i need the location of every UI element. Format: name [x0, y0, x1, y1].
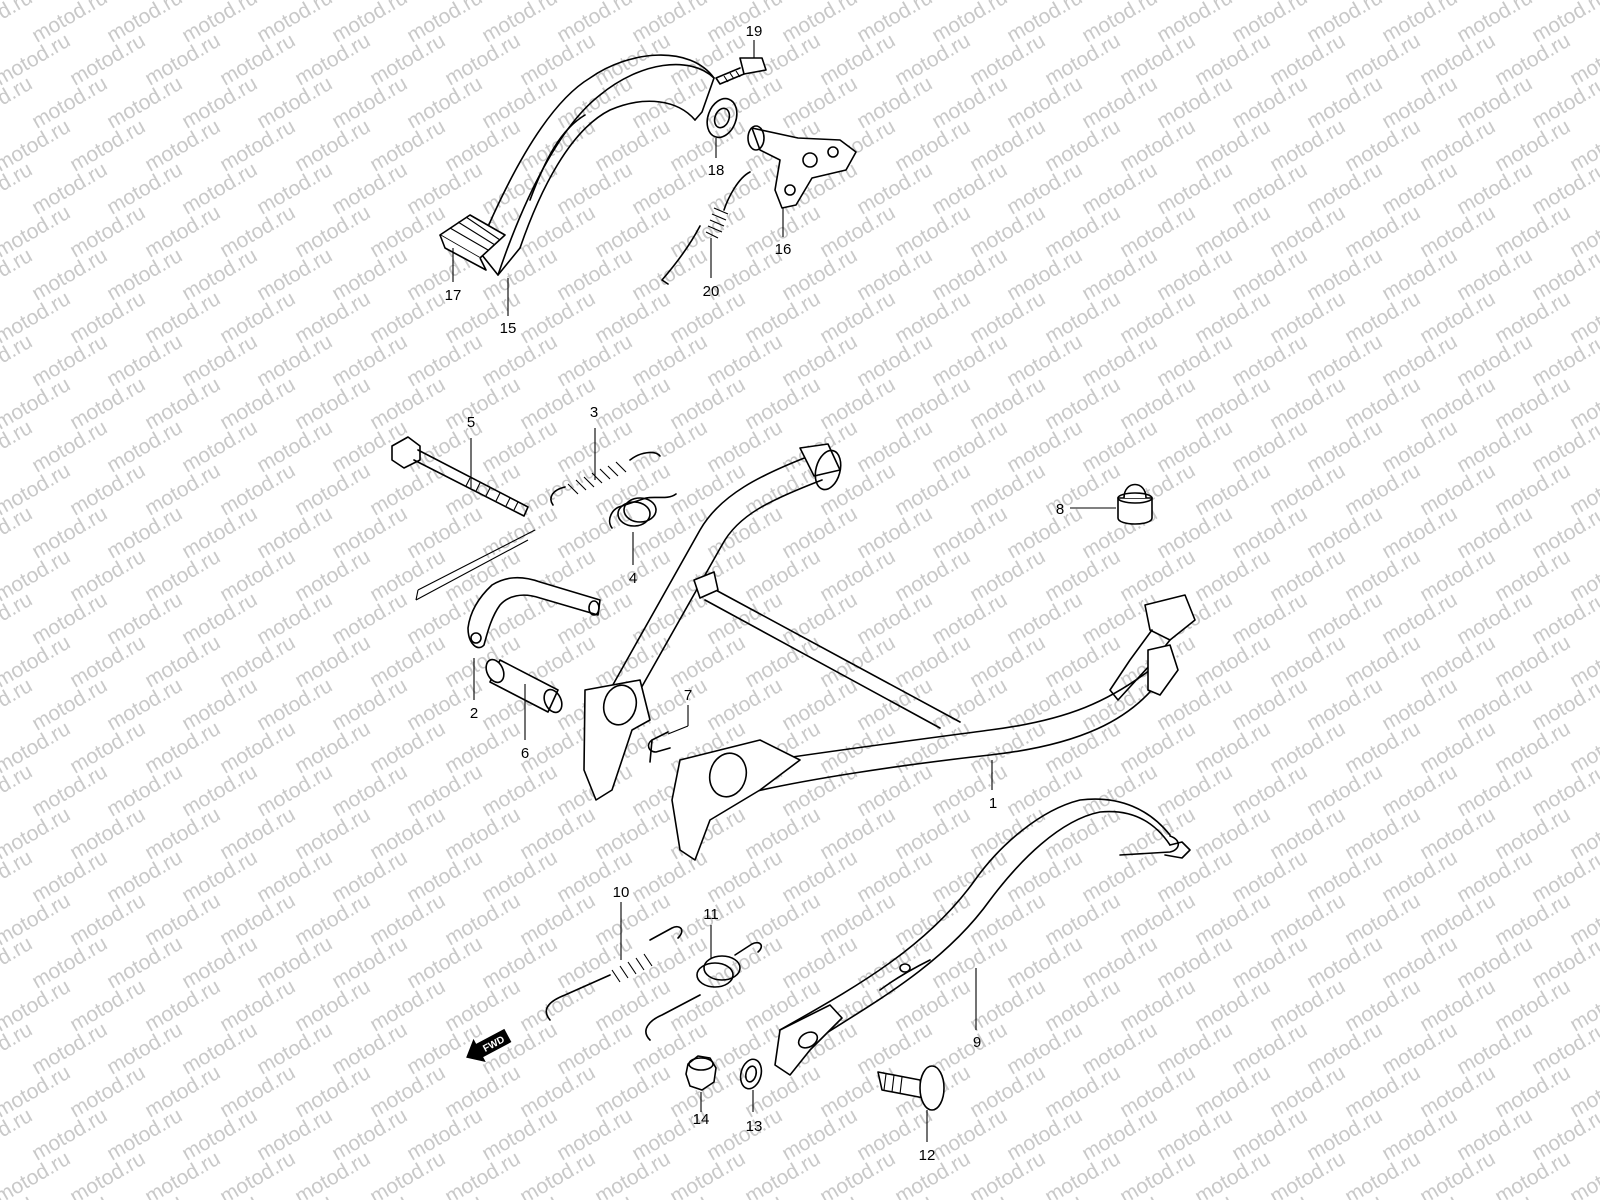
part-1-center-stand[interactable]	[583, 443, 1196, 861]
part-15-shift-lever[interactable]	[477, 54, 715, 276]
part-7-clip[interactable]	[647, 731, 671, 763]
part-14-nut[interactable]	[685, 1055, 717, 1091]
part-13-washer[interactable]	[737, 1057, 764, 1091]
part-16-shift-arm[interactable]	[747, 125, 857, 209]
callout-12: 12	[919, 1147, 936, 1164]
callout-5: 5	[467, 414, 475, 431]
part-12-bolt[interactable]	[877, 1065, 945, 1111]
callout-10: 10	[613, 884, 630, 901]
fwd-direction-arrow: FWD	[466, 1028, 512, 1063]
callout-2: 2	[470, 705, 478, 722]
part-4-spring[interactable]	[608, 493, 677, 529]
callout-6: 6	[521, 745, 529, 762]
callout-15: 15	[500, 320, 517, 337]
part-6-collar[interactable]	[483, 657, 566, 716]
callout-18: 18	[708, 162, 725, 179]
callout-1: 1	[989, 795, 997, 812]
part-11-spring[interactable]	[645, 941, 763, 1041]
callout-11: 11	[703, 906, 719, 923]
callout-20: 20	[703, 283, 720, 300]
leader-lines	[415, 40, 1116, 1142]
callout-16: 16	[775, 241, 792, 258]
callout-3: 3	[590, 404, 598, 421]
callout-13: 13	[746, 1118, 763, 1135]
callout-17: 17	[445, 287, 462, 304]
callout-14: 14	[693, 1111, 710, 1128]
part-3-spring[interactable]	[550, 451, 661, 506]
part-20-spring[interactable]	[661, 171, 751, 285]
part-18-washer[interactable]	[702, 94, 742, 141]
callout-4: 4	[629, 570, 637, 587]
part-9-side-stand[interactable]	[774, 798, 1191, 1076]
callout-7: 7	[684, 687, 692, 704]
part-5-pivot-bolt[interactable]	[391, 436, 529, 517]
part-19-bolt[interactable]	[715, 57, 767, 85]
callout-labels: 1 2 3 4 5 6 7 8 9 10 11 12 13 14 15 16 1…	[445, 23, 1065, 1164]
part-8-stopper[interactable]	[1117, 483, 1153, 525]
callout-19: 19	[746, 23, 763, 40]
callout-9: 9	[973, 1034, 981, 1051]
fwd-label: FWD	[481, 1034, 506, 1054]
part-2-bracket[interactable]	[467, 576, 601, 649]
fwd-arrow-icon	[466, 1028, 512, 1063]
callout-8: 8	[1056, 501, 1064, 518]
part-10-spring[interactable]	[545, 925, 683, 1021]
part-17-shift-rubber[interactable]	[439, 214, 506, 271]
